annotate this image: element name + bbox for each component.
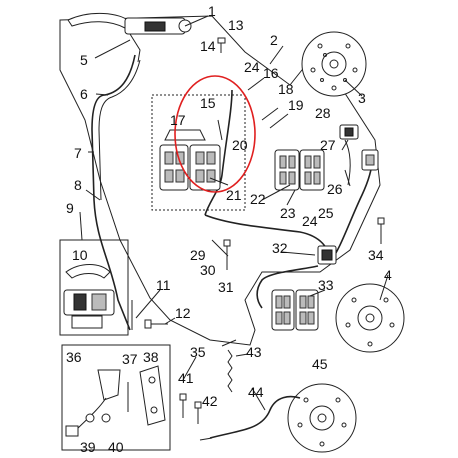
callout-44: 44 [248, 384, 264, 400]
leader-lines [79, 15, 389, 411]
bolt-42 [194, 401, 202, 424]
callout-39: 39 [80, 439, 96, 455]
callout-30: 30 [200, 262, 216, 278]
callout-2: 2 [270, 32, 278, 48]
callout-11: 11 [156, 277, 171, 293]
bolt-34 [377, 217, 385, 244]
callout-43: 43 [246, 344, 262, 360]
callout-40: 40 [108, 439, 124, 455]
brake-sensor [339, 124, 379, 171]
callout-41: 41 [178, 370, 194, 386]
callout-24b: 24 [302, 213, 318, 229]
brake-hose-lower [256, 265, 319, 309]
inset-brake-pedal [61, 344, 171, 451]
callout-10: 10 [72, 247, 88, 263]
callout-8: 8 [74, 177, 82, 193]
callout-38: 38 [143, 349, 159, 365]
callout-18: 18 [278, 81, 294, 97]
brake-disc-front [301, 31, 367, 97]
callout-20: 20 [232, 137, 248, 153]
inset-master-cylinder [59, 239, 129, 336]
callout-9: 9 [66, 200, 74, 216]
hose-junction [317, 245, 337, 265]
callout-1: 1 [208, 3, 216, 19]
callout-42: 42 [202, 393, 218, 409]
callout-32: 32 [272, 240, 288, 256]
bolt-41 [179, 393, 187, 418]
callout-3: 3 [358, 90, 366, 106]
return-spring [221, 339, 237, 393]
callout-25: 25 [318, 205, 334, 221]
support-bracket [151, 94, 246, 211]
caliper-right [274, 149, 325, 191]
callout-28: 28 [315, 105, 331, 121]
callout-14: 14 [200, 38, 216, 54]
caliper-left [159, 129, 221, 191]
rear-brake-cable [209, 395, 301, 439]
bolt-12 [144, 319, 168, 329]
callout-22: 22 [250, 191, 266, 207]
callout-34: 34 [368, 247, 384, 263]
callout-13: 13 [228, 17, 244, 33]
brake-disc-rear [287, 383, 357, 453]
callout-5: 5 [80, 52, 88, 68]
brake-cable-inner [98, 59, 141, 201]
callout-37: 37 [122, 351, 138, 367]
callout-6: 6 [80, 86, 88, 102]
callout-36: 36 [66, 349, 82, 365]
frame-outline [59, 15, 381, 346]
brake-cable [91, 54, 136, 331]
callout-7: 7 [74, 145, 82, 161]
callout-33: 33 [318, 277, 334, 293]
brake-hose-main [204, 89, 233, 216]
callout-12: 12 [175, 305, 191, 321]
callout-labels: 1 2 3 4 5 6 7 8 9 10 11 12 13 14 15 16 1… [66, 3, 392, 455]
callout-21: 21 [226, 187, 242, 203]
screw-part [217, 37, 226, 53]
callout-26: 26 [327, 181, 343, 197]
rear-brake-cable-end [199, 437, 213, 441]
callout-45: 45 [312, 356, 328, 372]
callout-17: 17 [170, 112, 186, 128]
callout-24: 24 [244, 59, 260, 75]
callout-35: 35 [190, 344, 206, 360]
callout-19: 19 [288, 97, 304, 113]
callout-31: 31 [218, 279, 234, 295]
callout-23: 23 [280, 205, 296, 221]
callout-29: 29 [190, 247, 206, 263]
bolt-31 [223, 239, 231, 270]
brake-disc-right [335, 283, 405, 353]
caliper-rear [271, 289, 319, 331]
callout-16: 16 [263, 65, 279, 81]
callout-27: 27 [320, 137, 336, 153]
highlight-ellipse [174, 75, 256, 193]
callout-4: 4 [384, 267, 392, 283]
bolt-29 [211, 239, 229, 257]
handlebar-lever-assembly [67, 12, 192, 63]
callout-15: 15 [200, 95, 216, 111]
